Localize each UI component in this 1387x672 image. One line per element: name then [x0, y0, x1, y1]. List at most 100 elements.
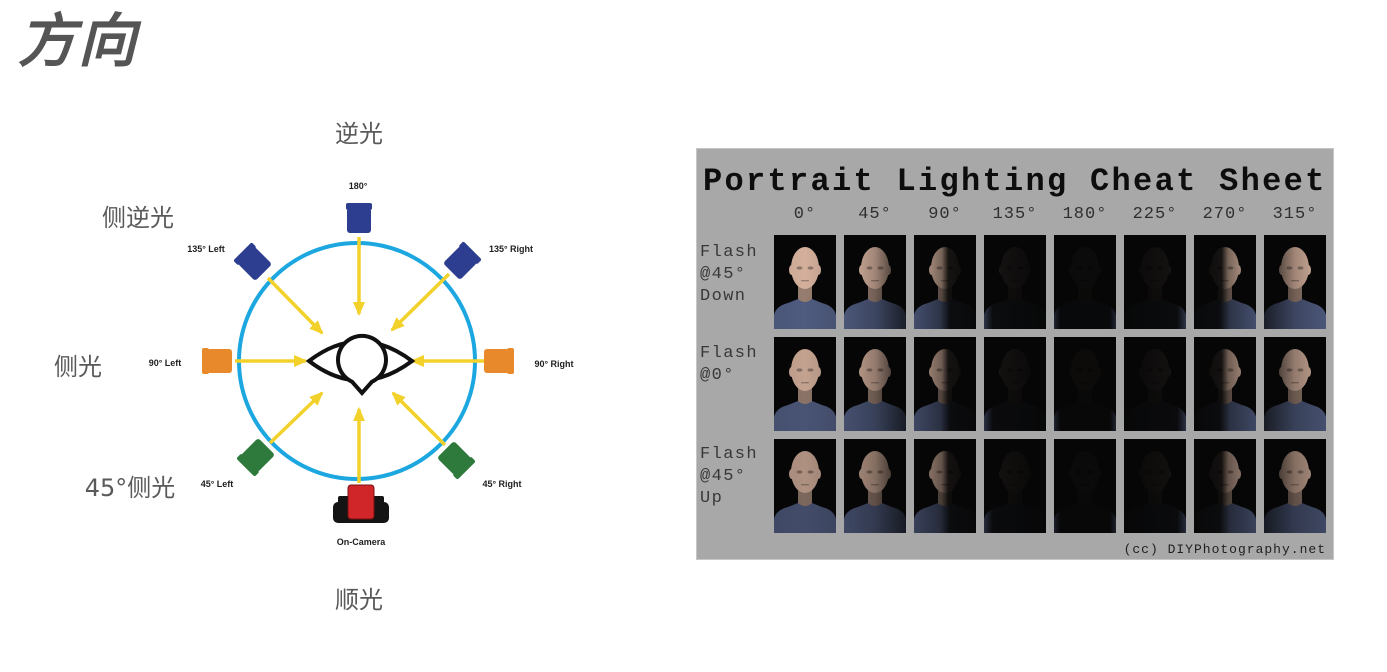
portrait-lighting-cheat-sheet: Portrait Lighting Cheat Sheet 0° 45° 90°… [696, 148, 1334, 560]
portrait-mouth [801, 280, 809, 282]
portrait-photo [914, 235, 976, 329]
portrait-eye [1087, 368, 1094, 372]
portrait-shoulders [1194, 299, 1256, 329]
portrait-head [861, 451, 889, 493]
light-135-right-icon [444, 242, 481, 279]
portrait-image [774, 439, 836, 533]
eye-icon [305, 333, 416, 397]
row-label-line: Up [700, 489, 724, 508]
portrait-photo [1264, 235, 1326, 329]
portrait-photo [1264, 337, 1326, 431]
portrait-shoulders [844, 401, 906, 431]
portrait-eye [1157, 266, 1164, 270]
light-label-90-right: 90° Right [534, 359, 573, 369]
portrait-photo [914, 439, 976, 533]
portrait-head [931, 451, 959, 493]
light-label-135-right: 135° Right [489, 244, 533, 254]
portrait-photo [1264, 439, 1326, 533]
portrait-mouth [871, 484, 879, 486]
portrait-shoulders [1054, 503, 1116, 533]
portrait-photo-grid [774, 235, 1326, 533]
portrait-photo [774, 337, 836, 431]
portrait-eye [1076, 368, 1083, 372]
portrait-shoulders [1054, 299, 1116, 329]
light-body [484, 349, 509, 373]
portrait-head [1071, 349, 1099, 391]
portrait-photo [1194, 235, 1256, 329]
portrait-photo [1194, 439, 1256, 533]
lighting-direction-diagram: 逆光 侧逆光 侧光 45°侧光 顺光 [54, 120, 574, 614]
portrait-eye [1146, 470, 1153, 474]
portrait-shoulders [984, 401, 1046, 431]
portrait-head [791, 349, 819, 391]
portrait-mouth [1221, 280, 1229, 282]
portrait-eye [1286, 368, 1293, 372]
portrait-head [1141, 349, 1169, 391]
row-label-line: @45° [700, 265, 747, 284]
portrait-head [1141, 247, 1169, 289]
label-side-front-light: 45°侧光 [85, 474, 176, 502]
portrait-eye [1286, 470, 1293, 474]
portrait-eye [877, 368, 884, 372]
row-label-line: Flash [700, 344, 759, 363]
portrait-photo [774, 439, 836, 533]
light-label-180: 180° [349, 181, 368, 191]
portrait-mouth [1151, 382, 1159, 384]
portrait-photo [844, 235, 906, 329]
portrait-shoulders [1264, 299, 1326, 329]
portrait-eye [877, 266, 884, 270]
portrait-eye [1006, 368, 1013, 372]
portrait-eye [1297, 368, 1304, 372]
portrait-eye [1227, 470, 1234, 474]
row-label-line: @45° [700, 467, 747, 486]
portrait-eye [877, 470, 884, 474]
portrait-mouth [801, 484, 809, 486]
angle-header: 45° [858, 205, 892, 224]
light-head [346, 203, 372, 210]
light-body [207, 349, 232, 373]
portrait-head [1001, 349, 1029, 391]
light-head [459, 242, 481, 264]
angle-header: 135° [992, 205, 1038, 224]
label-side-back-light: 侧逆光 [102, 204, 174, 232]
angle-header: 180° [1062, 205, 1108, 224]
portrait-shoulders [844, 503, 906, 533]
arrow-135-left [266, 276, 324, 335]
portrait-head [861, 247, 889, 289]
portrait-shoulders [1264, 401, 1326, 431]
portrait-shoulders [914, 299, 976, 329]
camera-dial-left [338, 496, 350, 504]
portrait-image [1194, 337, 1256, 431]
portrait-shoulders [1194, 503, 1256, 533]
portrait-eye [796, 368, 803, 372]
portrait-head [931, 247, 959, 289]
portrait-image [914, 337, 976, 431]
portrait-head [1281, 247, 1309, 289]
portrait-eye [936, 266, 943, 270]
row-label-line: @0° [700, 366, 735, 385]
portrait-image [1124, 235, 1186, 329]
light-head [202, 348, 209, 374]
portrait-eye [947, 368, 954, 372]
portrait-shoulders [1194, 401, 1256, 431]
portrait-photo [984, 439, 1046, 533]
light-90-right-icon [484, 348, 514, 374]
portrait-shoulders [984, 503, 1046, 533]
portrait-photo [1054, 337, 1116, 431]
portrait-shoulders [774, 401, 836, 431]
label-front-light: 顺光 [335, 586, 383, 614]
portrait-eye [1286, 266, 1293, 270]
portrait-head [1281, 451, 1309, 493]
portrait-head [1071, 451, 1099, 493]
cheat-sheet-credit: (cc) DIYPhotography.net [1123, 542, 1326, 557]
portrait-mouth [1011, 280, 1019, 282]
light-label-90-left: 90° Left [149, 358, 182, 368]
portrait-photo [1054, 439, 1116, 533]
portrait-image [984, 337, 1046, 431]
portrait-image [1264, 337, 1326, 431]
portrait-eye [1227, 266, 1234, 270]
portrait-image [984, 439, 1046, 533]
light-180-icon [346, 203, 372, 233]
portrait-image [1264, 235, 1326, 329]
portrait-eye [807, 368, 814, 372]
